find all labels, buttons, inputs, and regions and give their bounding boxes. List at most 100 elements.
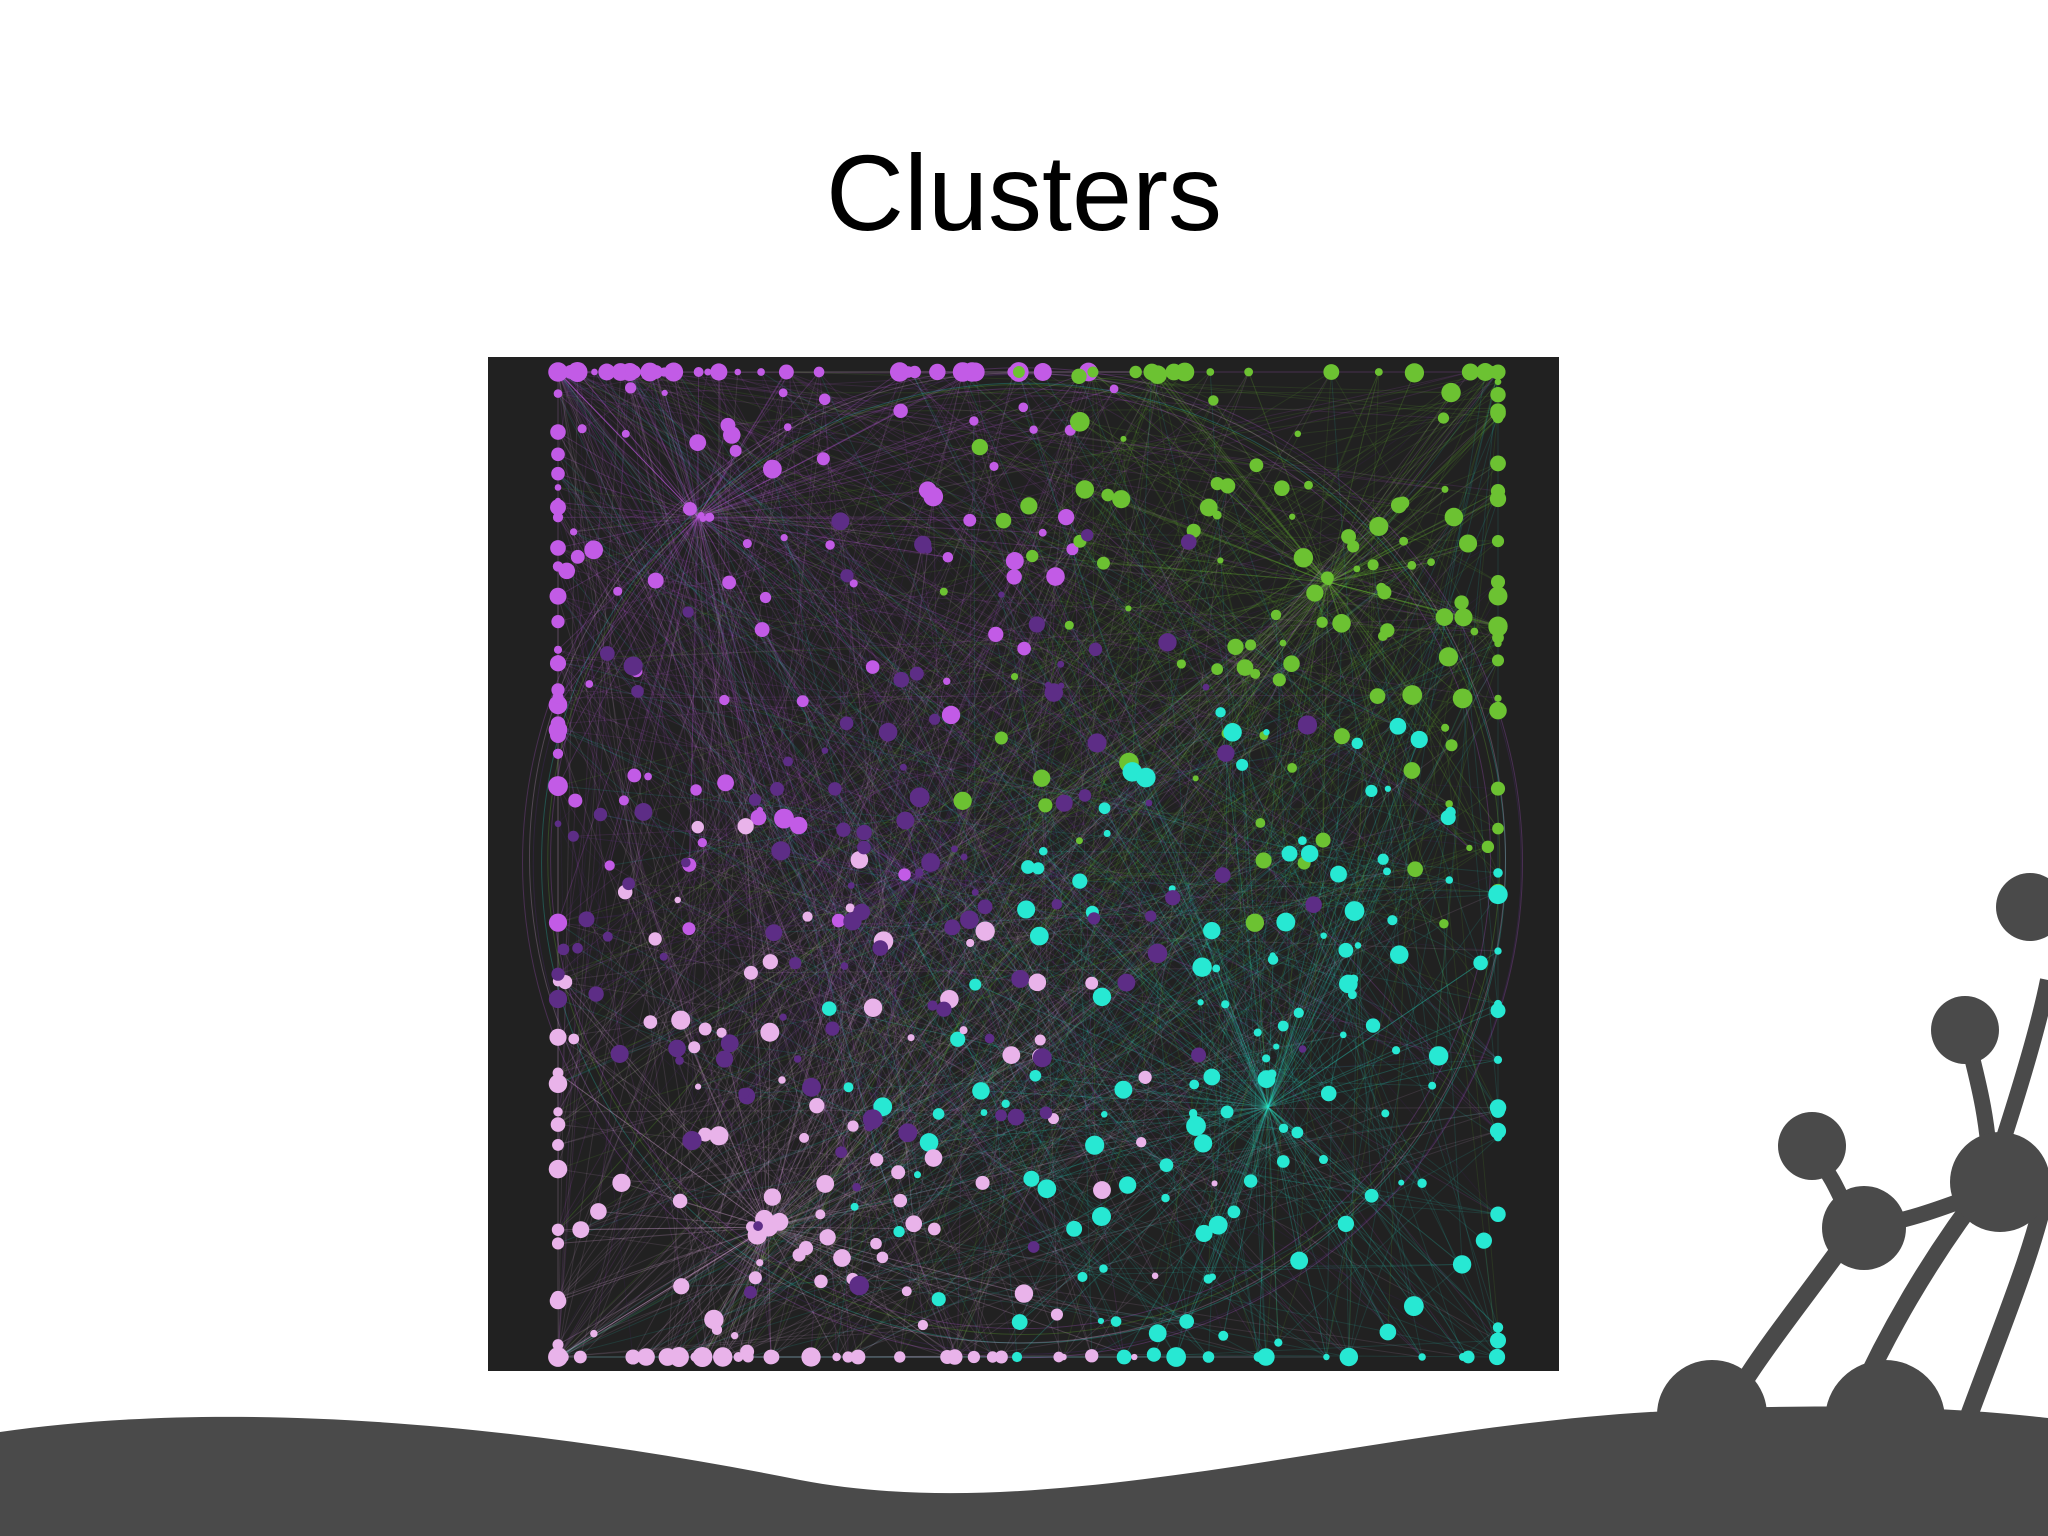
graph-node: [975, 1175, 990, 1190]
graph-edge: [1018, 371, 1389, 790]
graph-node: [719, 694, 730, 706]
graph-node: [914, 535, 932, 554]
graph-node: [602, 931, 613, 942]
graph-node: [918, 481, 937, 500]
graph-edge: [700, 514, 948, 1358]
graph-edge: [767, 1226, 772, 1358]
graph-edge: [917, 742, 1098, 878]
graph-edge: [576, 371, 1080, 842]
graph-edge: [1166, 642, 1219, 1226]
graph-node: [1281, 845, 1298, 862]
graph-node: [1044, 681, 1052, 689]
graph-node: [778, 364, 794, 380]
graph-edge: [689, 508, 1499, 627]
graph-edge: [1025, 909, 1269, 1108]
graph-edge: [1357, 945, 1499, 1061]
graph-node: [1381, 1109, 1390, 1118]
graph-node: [1215, 707, 1226, 718]
graph-edge: [1266, 698, 1499, 1080]
graph-edge: [1267, 950, 1499, 1108]
graph-node: [1374, 368, 1383, 376]
graph-edge: [768, 1110, 1499, 1228]
graph-edge: [900, 679, 1423, 1184]
graph-edge: [557, 1216, 1102, 1358]
graph-node: [748, 793, 762, 806]
graph-edge: [563, 766, 904, 950]
graph-edge: [557, 785, 1499, 874]
graph-node: [847, 882, 855, 889]
graph-node: [924, 1149, 943, 1167]
graph-node: [1129, 365, 1142, 379]
graph-edge: [1254, 673, 1499, 1011]
graph-edge: [704, 392, 784, 1135]
graph-edge: [917, 649, 1096, 878]
graph-edge: [557, 729, 1201, 1003]
graph-edge: [557, 371, 1499, 492]
graph-edge: [1037, 868, 1269, 1108]
graph-edge: [557, 1226, 769, 1302]
graph-edge: [1088, 371, 1309, 486]
graph-edge: [557, 729, 1150, 804]
graph-edge: [852, 920, 976, 986]
graph-edge: [820, 811, 1451, 1282]
graph-edge: [1233, 489, 1446, 1213]
graph-edge: [847, 795, 1086, 1358]
graph-edge: [887, 731, 1499, 1138]
graph-edge: [829, 371, 1089, 546]
graph-node: [553, 367, 563, 377]
graph-edge: [645, 840, 1303, 1358]
graph-edge: [557, 982, 1092, 1146]
graph-edge: [1291, 581, 1329, 768]
graph-edge: [573, 531, 1025, 650]
graph-edge: [1215, 968, 1499, 1358]
graph-edge: [557, 980, 769, 1228]
graph-edge: [933, 846, 1489, 1159]
graph-edge: [1091, 982, 1204, 1144]
graph-edge: [557, 576, 1015, 1358]
graph-node: [779, 1013, 787, 1021]
graph-node: [1206, 368, 1215, 376]
graph-edge: [557, 371, 572, 455]
graph-edge: [573, 516, 699, 533]
graph-edge: [1211, 930, 1267, 1080]
graph-node: [1494, 639, 1502, 648]
graph-edge: [557, 530, 1195, 1231]
graph-edge: [562, 663, 1292, 1358]
graph-edge: [1202, 1106, 1269, 1144]
graph-node: [1293, 548, 1314, 568]
graph-edge: [1065, 516, 1433, 1086]
graph-node: [1109, 384, 1119, 394]
graph-node: [1481, 840, 1495, 854]
graph-edge: [1192, 735, 1343, 1114]
graph-node: [1066, 543, 1079, 556]
graph-node: [1165, 890, 1181, 906]
graph-node: [1118, 1176, 1137, 1194]
graph-edge: [649, 371, 699, 518]
graph-edge: [697, 406, 1024, 518]
graph-edge: [794, 490, 929, 964]
graph-edge: [900, 679, 1096, 1146]
graph-node: [893, 1225, 905, 1238]
graph-edge: [927, 489, 1499, 1061]
graph-edge: [1443, 923, 1463, 1265]
graph-node: [699, 515, 707, 523]
graph-node: [550, 540, 566, 556]
graph-edge: [688, 412, 1499, 866]
graph-edge: [1101, 732, 1234, 1191]
graph-edge: [1302, 840, 1499, 895]
graph-node: [1304, 480, 1313, 490]
graph-edge: [1135, 371, 1329, 583]
graph-edge: [785, 371, 1182, 665]
graph-node: [1103, 829, 1111, 837]
graph-node: [1245, 913, 1265, 932]
graph-edge: [1291, 663, 1324, 841]
graph-node: [1493, 868, 1503, 878]
graph-edge: [767, 981, 1038, 1228]
graph-edge: [557, 547, 847, 724]
graph-edge: [780, 371, 791, 851]
graph-edge: [1042, 850, 1269, 1108]
graph-node: [1093, 1181, 1111, 1200]
graph-node: [599, 646, 615, 661]
graph-edge: [919, 797, 1075, 1230]
graph-edge: [718, 498, 1122, 1137]
